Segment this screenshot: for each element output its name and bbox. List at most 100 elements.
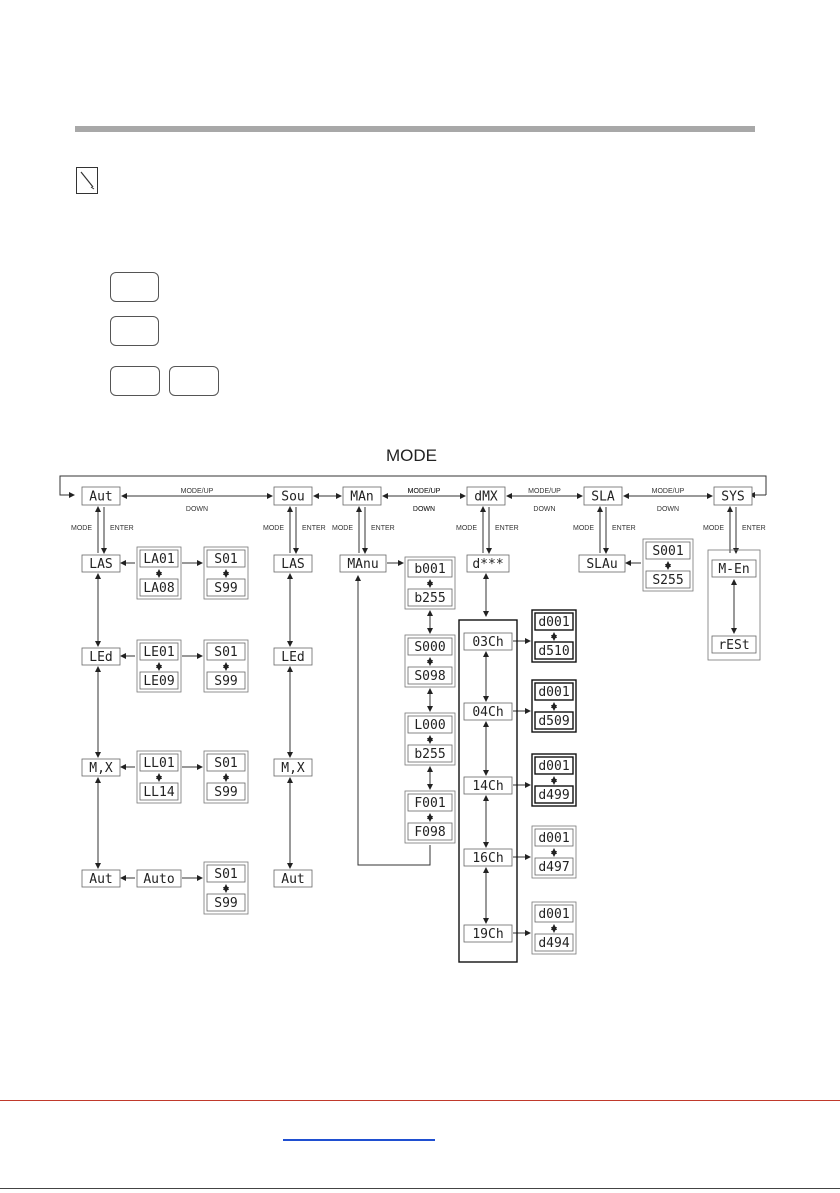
man-range-0-from-box	[407, 559, 453, 578]
nav-enter-dmx: ENTER	[495, 525, 519, 532]
aut-sub-3-box	[81, 869, 121, 888]
sys-mode-enable-box	[711, 559, 757, 578]
sys-mode-enable: M-En	[718, 562, 749, 577]
menu-top-sys: SYS	[721, 490, 744, 505]
man-range-3-from: F001	[414, 796, 445, 811]
aut-program-1-from: LE01	[143, 645, 174, 660]
sou-sub-1: LEd	[281, 650, 304, 665]
dmx-range-3-frame	[531, 825, 577, 879]
man-range-2-to-box	[407, 744, 453, 763]
dmx-range-2-to-box	[534, 785, 574, 804]
aut-speed-2-to: S99	[214, 785, 237, 800]
menu-top-sla-box	[583, 486, 623, 506]
nav-mode-up-dmx: MODE/UP	[408, 488, 441, 495]
man-range-0-frame	[404, 556, 456, 610]
nav-mode-man: MODE	[332, 525, 353, 532]
man-range-2-from-box	[407, 715, 453, 734]
dmx-range-0-from-box	[534, 612, 574, 631]
dmx-channel-16ch-box	[463, 848, 513, 867]
nav-mode-up-3: MODE/UP	[528, 488, 561, 495]
dmx-range-2-to: d499	[538, 788, 569, 803]
sys-reset: rESt	[718, 638, 749, 653]
aut-program-0-from: LA01	[143, 552, 174, 567]
aut-program-0-from-box	[139, 549, 179, 568]
nav-mode-up-4: MODE/UP	[652, 488, 685, 495]
aut-program-2-from-box	[139, 753, 179, 772]
man-range-0-to-box	[407, 588, 453, 607]
aut-speed-2-from: S01	[214, 756, 237, 771]
man-range-1-from-box	[407, 637, 453, 656]
dmx-range-0-from: d001	[538, 615, 569, 630]
mode-title: MODE	[386, 446, 437, 465]
menu-top-man-box	[342, 486, 382, 506]
key-down-icon	[169, 366, 219, 396]
nav-enter-sys: ENTER	[742, 525, 766, 532]
aut-program-2-frame	[136, 750, 182, 804]
man-range-3-to-box	[407, 822, 453, 841]
aut-sub-2: M,X	[89, 761, 113, 776]
man-range-3-to: F098	[414, 825, 445, 840]
menu-top-sys-box	[713, 486, 753, 506]
nav-down-3: DOWN	[533, 506, 555, 513]
dmx-range-3-to-box	[534, 857, 574, 876]
menu-top-aut: Aut	[89, 490, 112, 505]
menu-top-sou: Sou	[281, 490, 304, 505]
aut-program-1-to-box	[139, 671, 179, 690]
aut-program-2-to: LL14	[143, 785, 174, 800]
dmx-range-4-to-box	[534, 933, 574, 952]
menu-top-aut-box	[81, 486, 121, 506]
man-sub: MAnu	[347, 557, 378, 572]
aut-sub-3: Aut	[89, 872, 112, 887]
aut-speed-0-from: S01	[214, 552, 237, 567]
aut-speed-0-from-box	[206, 549, 246, 568]
menu-top-sou-box	[273, 486, 313, 506]
sla-address-to: S255	[652, 573, 683, 588]
nav-mode-dmx: MODE	[456, 525, 477, 532]
footer-link-underline[interactable]	[283, 1139, 435, 1141]
dmx-sub-box	[466, 554, 510, 573]
dmx-sub: d***	[472, 557, 503, 572]
dmx-channel-04ch-box	[463, 702, 513, 721]
dmx-channel-14ch-box	[463, 776, 513, 795]
sou-sub-3: Aut	[281, 872, 304, 887]
nav-down-dmx: DOWN	[413, 506, 435, 513]
dmx-channel-frame	[458, 619, 518, 963]
dmx-channel-16ch: 16Ch	[472, 851, 503, 866]
sou-sub-3-box	[273, 869, 313, 888]
nav-mode-aut: MODE	[71, 525, 92, 532]
aut-speed-1-to-box	[206, 671, 246, 690]
dmx-channel-14ch: 14Ch	[472, 779, 503, 794]
nav-enter-sla: ENTER	[612, 525, 636, 532]
aut-speed-1-to: S99	[214, 674, 237, 689]
dmx-range-3-from-box	[534, 828, 574, 847]
aut-program-1-to: LE09	[143, 674, 174, 689]
aut-speed-1-frame	[203, 639, 249, 693]
dmx-range-4-frame	[531, 901, 577, 955]
nav-enter-sou: ENTER	[302, 525, 326, 532]
dmx-range-2-from: d001	[538, 759, 569, 774]
menu-top-dmx: dMX	[474, 490, 498, 505]
dmx-channel-19ch-box	[463, 924, 513, 943]
sys-frame	[707, 549, 761, 661]
dmx-range-1-to: d509	[538, 714, 569, 729]
aut-program-2-from: LL01	[143, 756, 174, 771]
note-pencil-icon	[76, 167, 98, 194]
dmx-channel-04ch: 04Ch	[472, 705, 503, 720]
aut-speed-3-from: S01	[214, 867, 237, 882]
nav-down-0: DOWN	[186, 506, 208, 513]
dmx-range-1-from-box	[534, 682, 574, 701]
sou-sub-0: LAS	[281, 557, 304, 572]
footer-rule	[0, 1188, 840, 1189]
man-range-2-frame	[404, 712, 456, 766]
dmx-range-1-from: d001	[538, 685, 569, 700]
sla-sub: SLAu	[586, 557, 617, 572]
key-up-icon	[110, 366, 160, 396]
sla-address-from-box	[645, 541, 691, 560]
dmx-range-1-frame	[531, 679, 577, 733]
sla-address-frame	[642, 538, 694, 592]
nav-down-4: DOWN	[657, 506, 679, 513]
aut-speed-1-from: S01	[214, 645, 237, 660]
section-header-bar	[75, 126, 755, 132]
